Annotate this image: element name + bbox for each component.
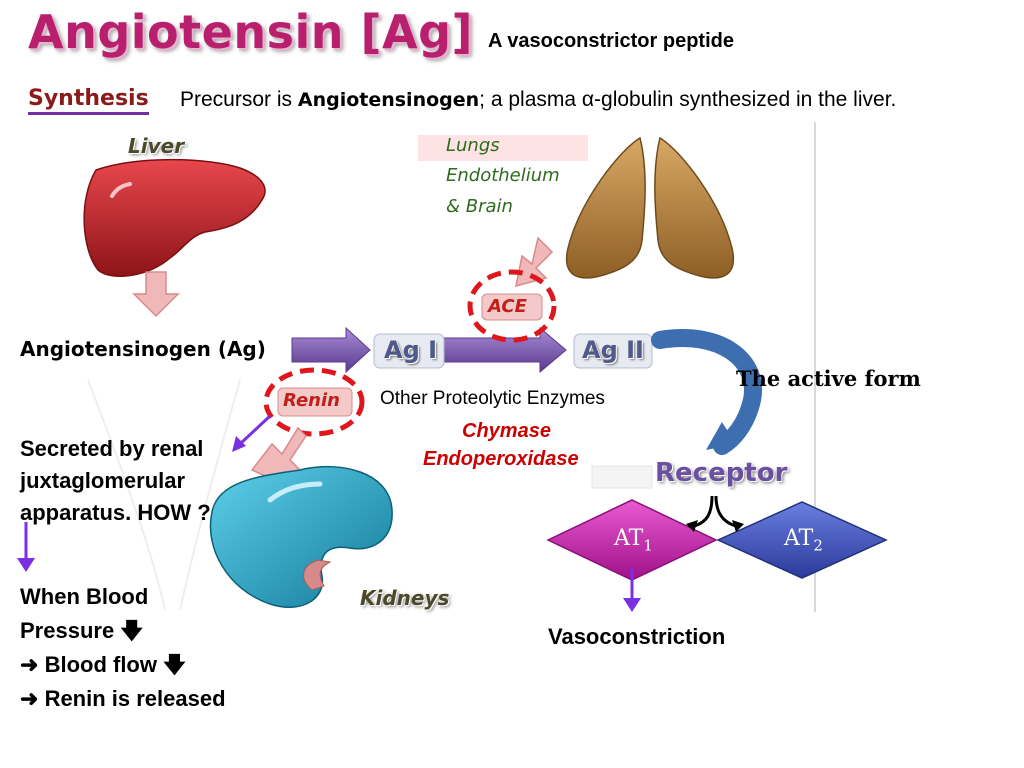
at1-text: AT <box>614 526 644 551</box>
receptor-split-left <box>693 495 714 528</box>
receptor-bg-box <box>591 465 653 489</box>
synthesis-heading: Synthesis <box>28 86 149 115</box>
pressure-text: Pressure <box>20 618 115 643</box>
liver-image <box>83 158 266 277</box>
at1-subscript: 1 <box>643 536 653 555</box>
at1-label: AT1 <box>614 526 653 554</box>
receptor-label: Receptor <box>655 458 788 488</box>
liver-down-arrow <box>132 271 180 318</box>
kidney-image <box>209 465 393 608</box>
renin-box <box>277 387 353 417</box>
down-arrow-icon: 🡇 <box>120 618 143 643</box>
kidneys-label: Kidneys <box>360 586 450 610</box>
renin-dashed-circle <box>263 367 365 437</box>
left-down-head <box>17 558 35 572</box>
right-arrow-icon: ➜ <box>20 686 39 711</box>
lungs-image <box>565 136 735 279</box>
lungs-line-1: Lungs <box>446 135 500 156</box>
arrow-ag-to-ag1 <box>291 326 371 374</box>
curved-arrow-head <box>706 422 736 450</box>
blood-flow-text: Blood flow <box>44 652 157 677</box>
at2-subscript: 2 <box>813 536 823 555</box>
vasoconstriction-label: Vasoconstriction <box>548 624 726 649</box>
curved-arrow <box>651 329 762 455</box>
lungs-line-3: & Brain <box>446 196 513 217</box>
when-bp-line: When Blood <box>20 584 149 609</box>
synthesis-text-after: ; a plasma α-globulin synthesized in the… <box>479 88 897 111</box>
down-arrow-icon: 🡇 <box>163 652 186 677</box>
synthesis-text-before: Precursor is <box>180 88 298 111</box>
renin-label: Renin <box>283 390 340 411</box>
chymase-label: Chymase <box>462 420 551 442</box>
secreted-line-2: juxtaglomerular <box>20 468 186 493</box>
secreted-line-3: apparatus. HOW ? <box>20 500 211 525</box>
lungs-label-box <box>418 135 588 161</box>
blood-flow-line: ➜ Blood flow 🡇 <box>20 648 186 682</box>
receptor-split-right <box>714 495 737 528</box>
renin-to-secreted-head <box>232 436 246 452</box>
renin-released-text: Renin is released <box>44 686 226 711</box>
ag1-pill <box>373 333 445 369</box>
ag1-label: Ag I <box>384 336 438 364</box>
synthesis-text: Precursor is Angiotensinogen; a plasma α… <box>180 88 896 112</box>
lungs-line-2: Endothelium <box>446 165 560 186</box>
at1-diamond <box>546 499 718 581</box>
angiotensinogen-label: Angiotensinogen (Ag) <box>20 337 266 361</box>
ace-dashed-circle <box>467 269 557 343</box>
at2-diamond <box>716 501 888 579</box>
renin-to-secreted-line <box>238 414 272 446</box>
faint-outline <box>87 379 241 611</box>
ace-label: ACE <box>488 296 527 317</box>
at2-text: AT <box>784 526 814 551</box>
right-arrow-icon: ➜ <box>20 652 39 677</box>
ag2-pill <box>573 333 653 369</box>
secreted-line-1: Secreted by renal <box>20 436 204 461</box>
lungs-arrow <box>515 236 554 288</box>
page-title: Angiotensin [Ag] <box>28 5 474 59</box>
page-subtitle: A vasoconstrictor peptide <box>488 30 734 52</box>
ace-box <box>481 293 543 321</box>
ag2-label: Ag II <box>582 336 644 364</box>
arrow-ag1-to-ag2 <box>443 326 567 374</box>
endoperoxidase-label: Endoperoxidase <box>423 448 579 470</box>
at1-down-head <box>623 598 641 612</box>
at2-label: AT2 <box>784 526 823 554</box>
active-form-label: The active form <box>736 366 921 391</box>
renin-released-line: ➜ Renin is released <box>20 682 226 716</box>
liver-label: Liver <box>128 134 185 158</box>
other-enzymes-label: Other Proteolytic Enzymes <box>380 388 605 409</box>
synthesis-text-bold: Angiotensinogen <box>297 89 480 111</box>
pressure-line: Pressure 🡇 <box>20 614 143 648</box>
